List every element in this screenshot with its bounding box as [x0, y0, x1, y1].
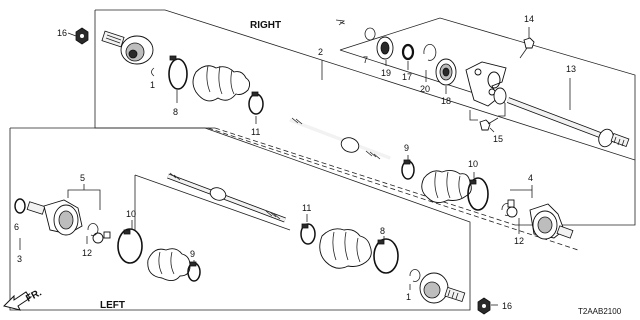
boot-band-top — [168, 55, 188, 90]
intermediate-shaft — [493, 87, 630, 148]
right-half-shaft — [289, 117, 391, 160]
callout-16-top: 16 — [57, 28, 67, 38]
left-outer-boot — [319, 228, 372, 269]
left-inner-boot — [147, 248, 191, 281]
right-inner-joint-housing — [529, 203, 574, 240]
snap-ring-6 — [14, 198, 26, 214]
circlip-20 — [423, 44, 437, 61]
callout-7: 7 — [363, 55, 368, 65]
left-inner-joint-frame — [134, 174, 291, 231]
left-driveshaft-frame — [9, 127, 579, 311]
callout-17: 17 — [402, 72, 412, 82]
bolt-15 — [479, 117, 499, 131]
callout-10-left: 10 — [126, 209, 136, 219]
callout-3: 3 — [17, 254, 22, 264]
boot-band-9-left — [187, 261, 201, 282]
callout-8-top: 8 — [173, 107, 178, 117]
boot-band-10-right — [467, 177, 489, 211]
flange-nut-bottom — [477, 297, 491, 315]
right-outer-cv-joint — [101, 30, 154, 65]
callout-9-mid: 9 — [404, 143, 409, 153]
flange-nut-top — [75, 27, 89, 45]
callout-20: 20 — [420, 84, 430, 94]
callout-9-left: 9 — [190, 249, 195, 259]
callout-2: 2 — [318, 47, 323, 57]
callout-11-top: 11 — [251, 127, 260, 137]
bolt-14 — [519, 37, 535, 59]
snap-ring-7 — [364, 27, 376, 41]
front-direction-arrow — [3, 291, 31, 311]
bearing-18 — [435, 58, 457, 86]
tripod-12-left — [87, 223, 111, 244]
callout-1-top: 1 — [150, 80, 155, 90]
left-half-shaft — [167, 172, 286, 223]
front-label: FR. — [24, 287, 44, 304]
right-heading: RIGHT — [250, 20, 281, 31]
inner-band-left — [300, 223, 316, 245]
left-heading: LEFT — [100, 300, 125, 311]
tripod-12-right — [506, 199, 518, 218]
callout-8-left: 8 — [380, 226, 385, 236]
callout-13: 13 — [566, 64, 576, 74]
callout-11-left: 11 — [302, 203, 311, 213]
callout-19: 19 — [381, 68, 391, 78]
oil-seal-19 — [376, 36, 394, 60]
boot-band-8-left — [373, 238, 399, 274]
callout-15: 15 — [493, 134, 503, 144]
callout-12-right: 12 — [514, 236, 524, 246]
snap-ring-17 — [401, 43, 415, 61]
callout-4: 4 — [528, 173, 533, 183]
callout-5: 5 — [80, 173, 85, 183]
right-inner-boot — [421, 169, 472, 203]
callout-10-mid: 10 — [468, 159, 478, 169]
callout-18: 18 — [441, 96, 451, 106]
callout-14: 14 — [524, 14, 534, 24]
left-outer-cv-joint — [419, 272, 466, 304]
boot-band-10-left — [117, 228, 143, 264]
callout-12-left: 12 — [82, 248, 92, 258]
diagram-code: T2AAB2100 — [578, 307, 622, 316]
left-inner-joint-housing — [26, 199, 83, 236]
inner-band-top — [248, 91, 264, 115]
callout-6: 6 — [14, 222, 19, 232]
boot-band-9-right — [401, 159, 415, 180]
callout-16-bottom: 16 — [502, 301, 512, 311]
right-outer-boot — [192, 65, 251, 102]
callout-1-bottom: 1 — [406, 292, 411, 302]
